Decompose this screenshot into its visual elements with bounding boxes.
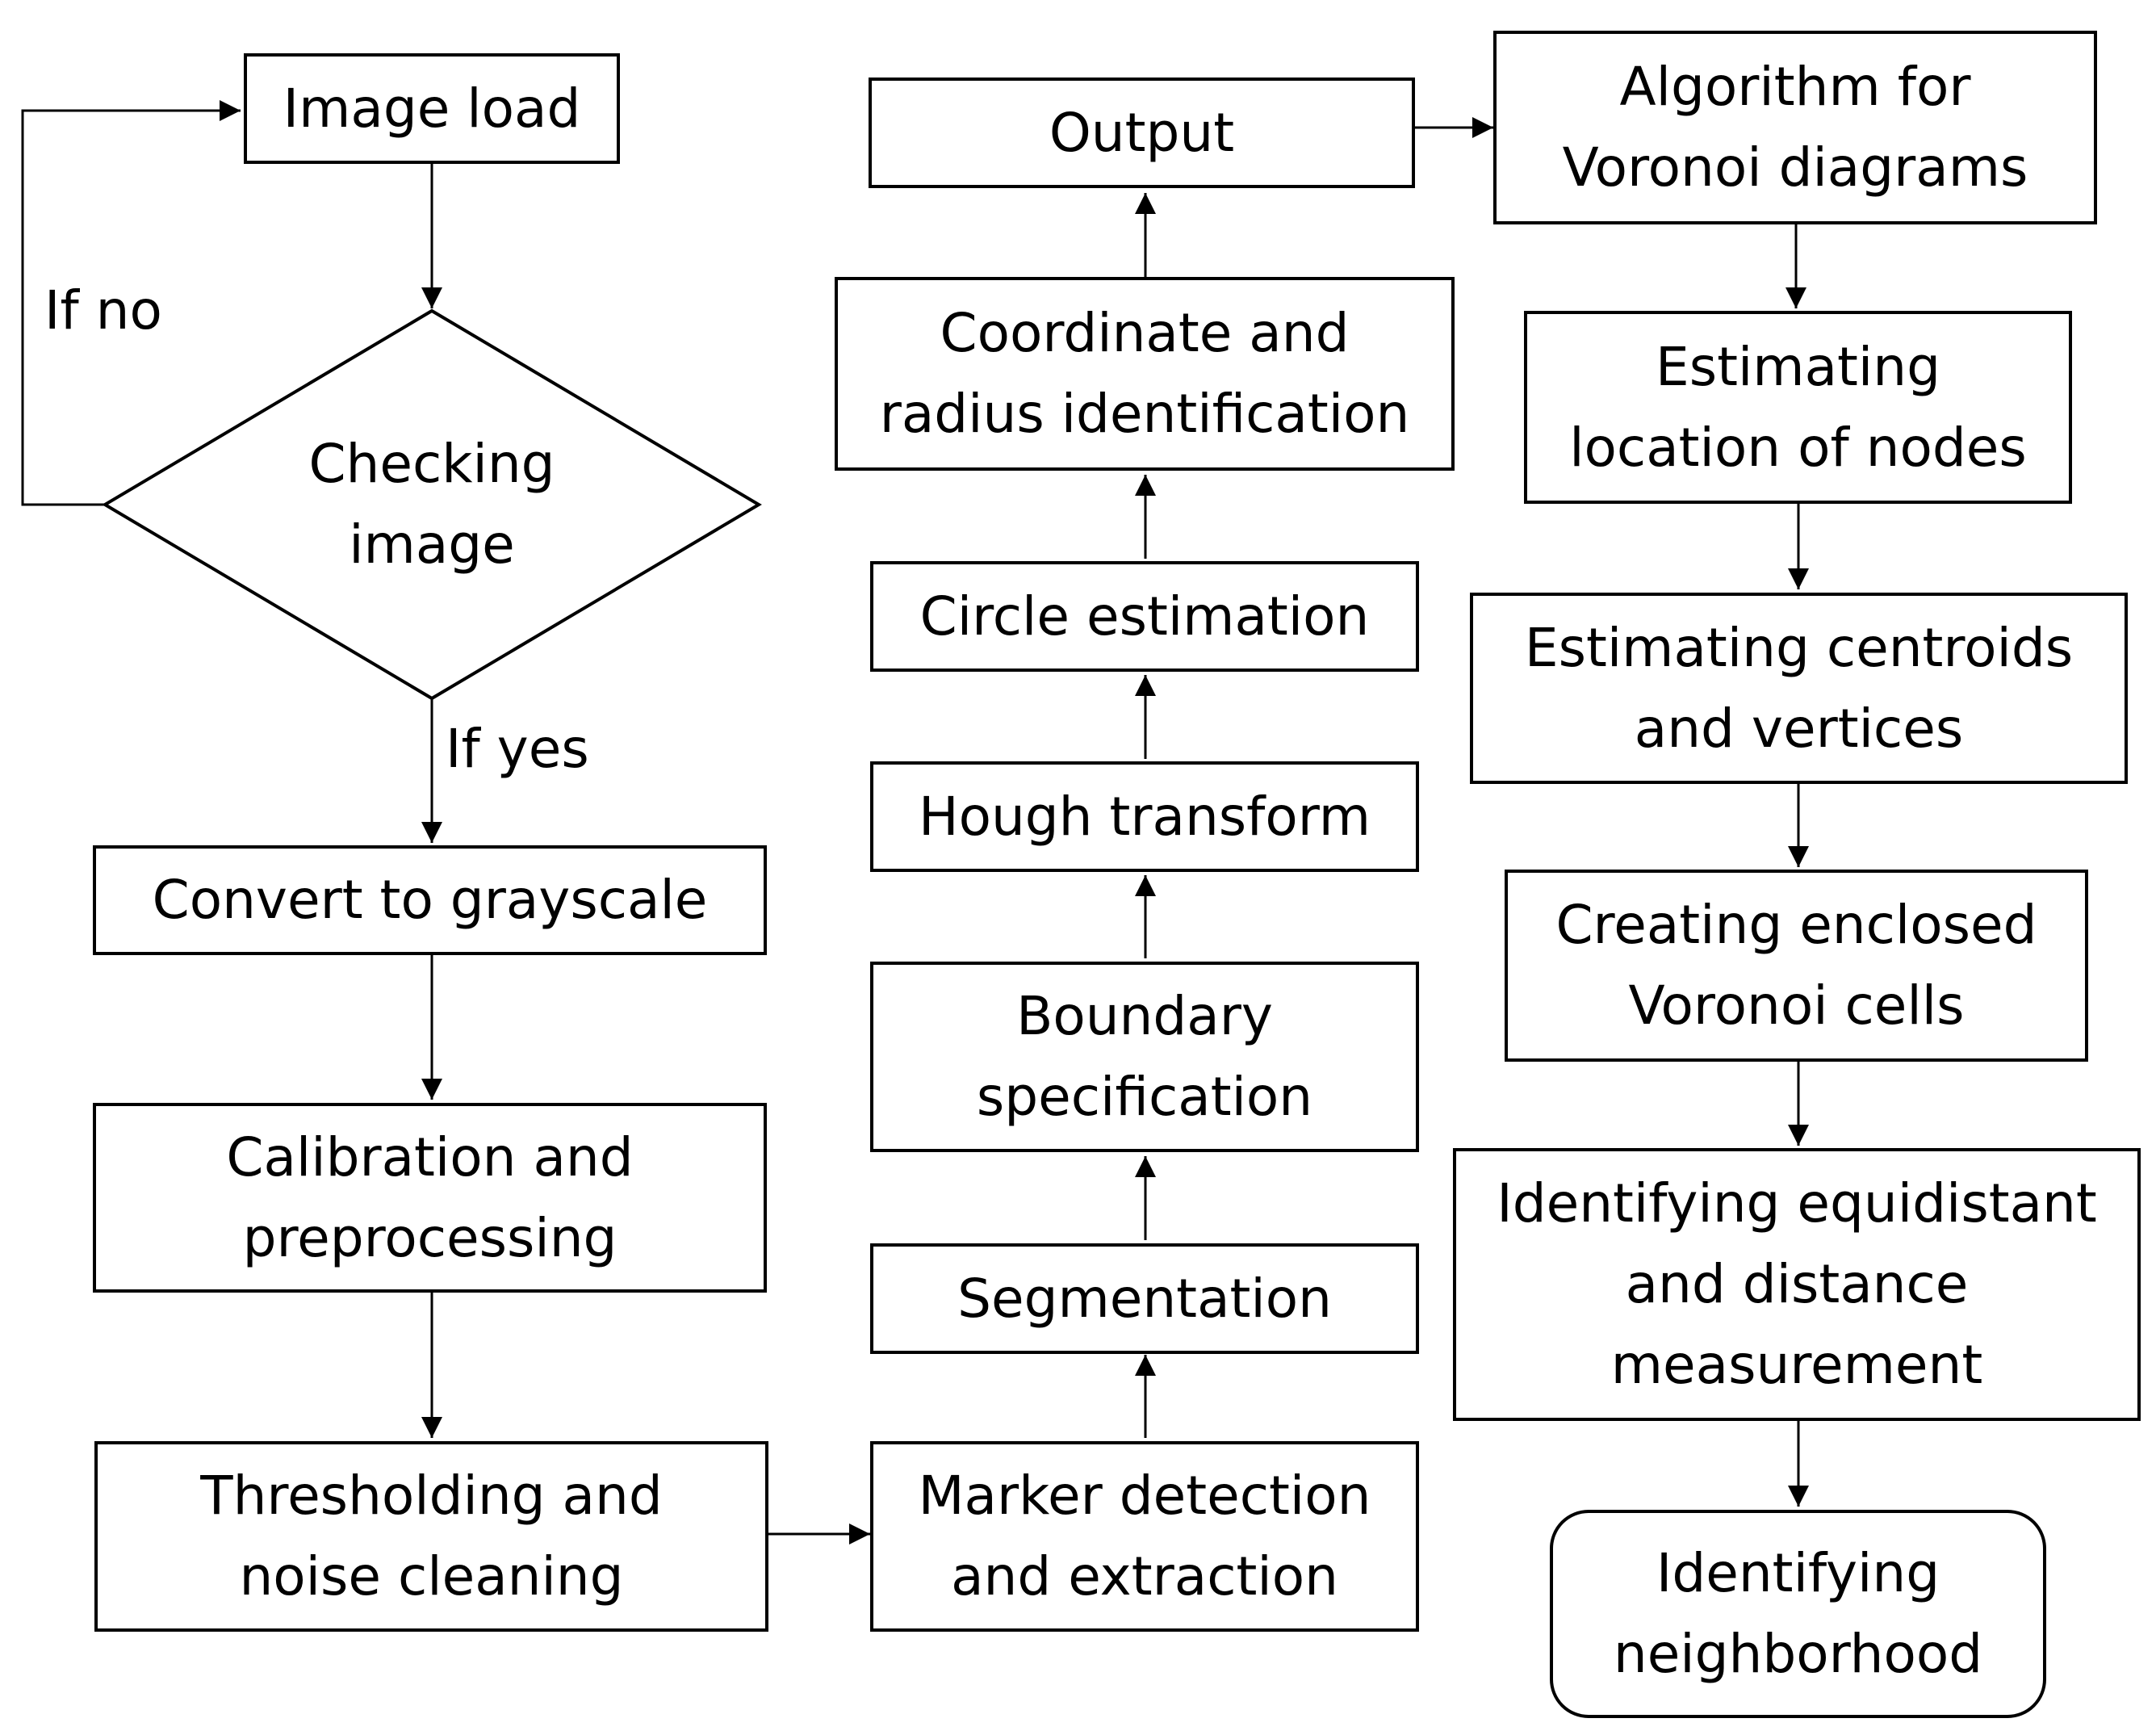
node-voronoi-algorithm: Algorithm for Voronoi diagrams <box>1493 31 2097 224</box>
node-calibration-line-1: Calibration and <box>226 1125 634 1188</box>
node-calibration-line-2: preprocessing <box>242 1206 617 1269</box>
node-voronoi-algorithm-line-2: Voronoi diagrams <box>1562 136 2028 199</box>
node-calibration: Calibration and preprocessing <box>93 1103 767 1293</box>
node-neighborhood-line-1: Identifying <box>1656 1542 1940 1604</box>
node-estimating-centroids-line-1: Estimating centroids <box>1524 616 2074 679</box>
node-output: Output <box>869 78 1415 188</box>
node-estimating-nodes: Estimating location of nodes <box>1524 311 2072 504</box>
node-marker-detection: Marker detection and extraction <box>870 1441 1419 1632</box>
node-equidistant: Identifying equidistant and distance mea… <box>1453 1148 2141 1421</box>
node-image-load-label: Image load <box>283 77 581 140</box>
node-equidistant-line-2: and distance <box>1625 1253 1969 1315</box>
node-voronoi-algorithm-line-1: Algorithm for <box>1619 56 1971 118</box>
node-neighborhood: Identifying neighborhood <box>1550 1510 2046 1718</box>
node-convert-grayscale: Convert to grayscale <box>93 845 767 955</box>
node-hough: Hough transform <box>870 761 1419 872</box>
node-neighborhood-line-2: neighborhood <box>1613 1623 1983 1685</box>
node-estimating-centroids: Estimating centroids and vertices <box>1470 593 2128 784</box>
node-estimating-centroids-line-2: and vertices <box>1634 697 1964 760</box>
edge-label-if-no: If no <box>44 279 162 342</box>
node-coordinate: Coordinate and radius identification <box>835 277 1455 471</box>
node-enclosed-cells-line-1: Creating enclosed <box>1555 894 2037 956</box>
node-equidistant-line-3: measurement <box>1610 1334 1983 1396</box>
node-boundary-line-2: specification <box>976 1066 1313 1128</box>
node-marker-detection-line-2: and extraction <box>951 1545 1338 1607</box>
node-boundary-line-1: Boundary <box>1016 985 1273 1047</box>
node-image-load: Image load <box>244 53 620 164</box>
node-estimating-nodes-line-2: location of nodes <box>1569 416 2027 479</box>
node-coordinate-line-1: Coordinate and <box>940 302 1350 364</box>
node-output-label: Output <box>1049 101 1235 164</box>
node-segmentation: Segmentation <box>870 1243 1419 1354</box>
node-circle-label: Circle estimation <box>919 585 1370 648</box>
node-checking-image-line-1: Checking <box>308 433 555 495</box>
node-coordinate-line-2: radius identification <box>879 383 1410 445</box>
node-checking-image-line-2: image <box>349 513 515 576</box>
arrow-if-no-loop <box>21 100 241 506</box>
node-estimating-nodes-line-1: Estimating <box>1656 335 1940 398</box>
node-hough-label: Hough transform <box>918 785 1371 848</box>
node-convert-grayscale-label: Convert to grayscale <box>152 869 708 931</box>
node-thresholding: Thresholding and noise cleaning <box>94 1441 768 1632</box>
node-thresholding-line-2: noise cleaning <box>239 1545 624 1607</box>
node-enclosed-cells-line-2: Voronoi cells <box>1628 974 1965 1037</box>
node-checking-image: Checking image <box>270 424 593 585</box>
node-boundary: Boundary specification <box>870 962 1419 1152</box>
edge-label-if-yes: If yes <box>446 718 589 780</box>
node-equidistant-line-1: Identifying equidistant <box>1497 1172 2097 1234</box>
node-circle: Circle estimation <box>870 561 1419 672</box>
node-thresholding-line-1: Thresholding and <box>200 1465 663 1527</box>
node-enclosed-cells: Creating enclosed Voronoi cells <box>1505 870 2088 1062</box>
node-segmentation-label: Segmentation <box>957 1267 1332 1330</box>
node-marker-detection-line-1: Marker detection <box>918 1465 1371 1527</box>
